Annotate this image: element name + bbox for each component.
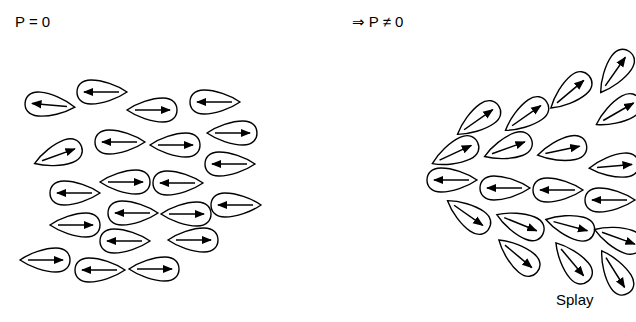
molecule (77, 80, 127, 104)
molecule (75, 258, 125, 282)
molecule (161, 202, 211, 226)
molecule (441, 191, 496, 239)
unpolarized-molecules (20, 80, 261, 282)
molecule (24, 91, 76, 119)
molecule (153, 171, 203, 195)
molecule (451, 96, 506, 144)
molecule (108, 201, 158, 225)
molecule (127, 98, 177, 122)
molecule (129, 257, 179, 281)
molecule (95, 130, 145, 154)
molecule (480, 176, 530, 200)
molecule (591, 45, 636, 100)
molecule (50, 181, 100, 205)
molecule (190, 90, 240, 114)
molecule (535, 133, 589, 167)
molecule (480, 128, 535, 168)
molecule (205, 152, 255, 176)
figure-label: P = 0 (15, 14, 50, 31)
molecule (150, 133, 200, 157)
molecule (588, 152, 636, 180)
molecule (592, 244, 636, 299)
molecule (585, 188, 635, 212)
molecule (20, 248, 70, 272)
molecule (533, 178, 583, 202)
molecule (492, 204, 547, 245)
molecule (491, 231, 545, 282)
molecule (543, 67, 597, 118)
figure-label: ⇒ P ≠ 0 (352, 14, 403, 31)
molecule (211, 193, 261, 217)
molecule (100, 229, 150, 253)
splayed-molecules (427, 45, 636, 300)
molecule (100, 170, 150, 194)
molecule (543, 208, 598, 244)
molecule (207, 121, 257, 145)
molecule (427, 168, 477, 192)
molecule (50, 213, 100, 237)
molecule (168, 228, 218, 252)
molecule (547, 235, 598, 289)
molecule (30, 135, 85, 175)
molecule (590, 218, 636, 258)
molecule (590, 89, 636, 135)
figure-label: Splay (556, 292, 594, 309)
